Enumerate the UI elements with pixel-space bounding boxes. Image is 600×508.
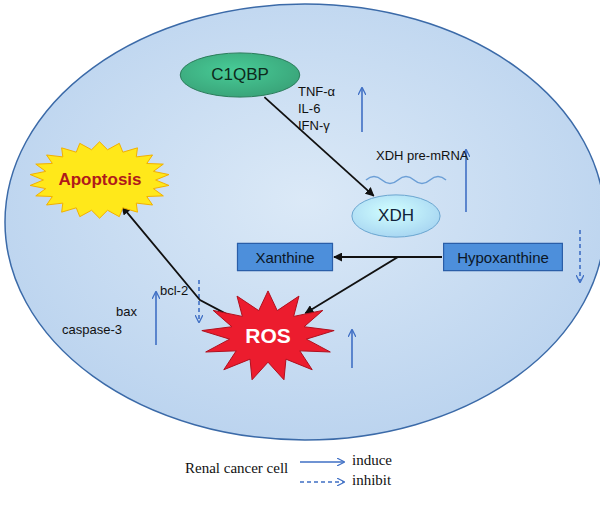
decrease-arrow (198, 280, 200, 322)
node-text: XDH (378, 206, 414, 226)
transcript-label: XDH pre-mRNA (376, 148, 468, 163)
protein-label: caspase-3 (62, 322, 122, 337)
increase-arrow (351, 330, 353, 368)
legend-sample-dashed (300, 481, 344, 483)
metabolite-box: Hypoxanthine (443, 243, 563, 271)
increase-arrow (361, 88, 363, 132)
mrna-wave (366, 177, 446, 184)
apoptosis-burst: Apoptosis (28, 141, 171, 219)
node-text: C1QBP (211, 65, 269, 85)
legend-sample-solid (300, 461, 344, 463)
protein-ellipse: C1QBP (179, 52, 301, 98)
protein-label: bcl-2 (160, 283, 188, 298)
increase-arrow (155, 292, 157, 345)
metabolite-box: Xanthine (237, 243, 333, 271)
node-text: Xanthine (255, 249, 314, 266)
cytokine-label: IFN-γ (298, 118, 330, 133)
protein-label: bax (116, 304, 137, 319)
pathway-arrow (264, 97, 373, 196)
legend-text: inhibit (352, 473, 391, 488)
node-text: Hypoxanthine (457, 249, 549, 266)
enzyme-ellipse: XDH (351, 194, 441, 238)
decrease-arrow (579, 230, 581, 282)
legend-text: induce (352, 453, 392, 468)
pathway-arrow (122, 206, 229, 315)
cytokine-label: TNF-α (298, 84, 335, 99)
node-text: ROS (245, 324, 291, 348)
node-text: Apoptosis (58, 170, 141, 190)
cell-membrane (5, 4, 600, 440)
ros-burst: ROS (200, 290, 336, 382)
cell-label: Renal cancer cell (185, 461, 288, 476)
cytokine-label: IL-6 (298, 101, 320, 116)
